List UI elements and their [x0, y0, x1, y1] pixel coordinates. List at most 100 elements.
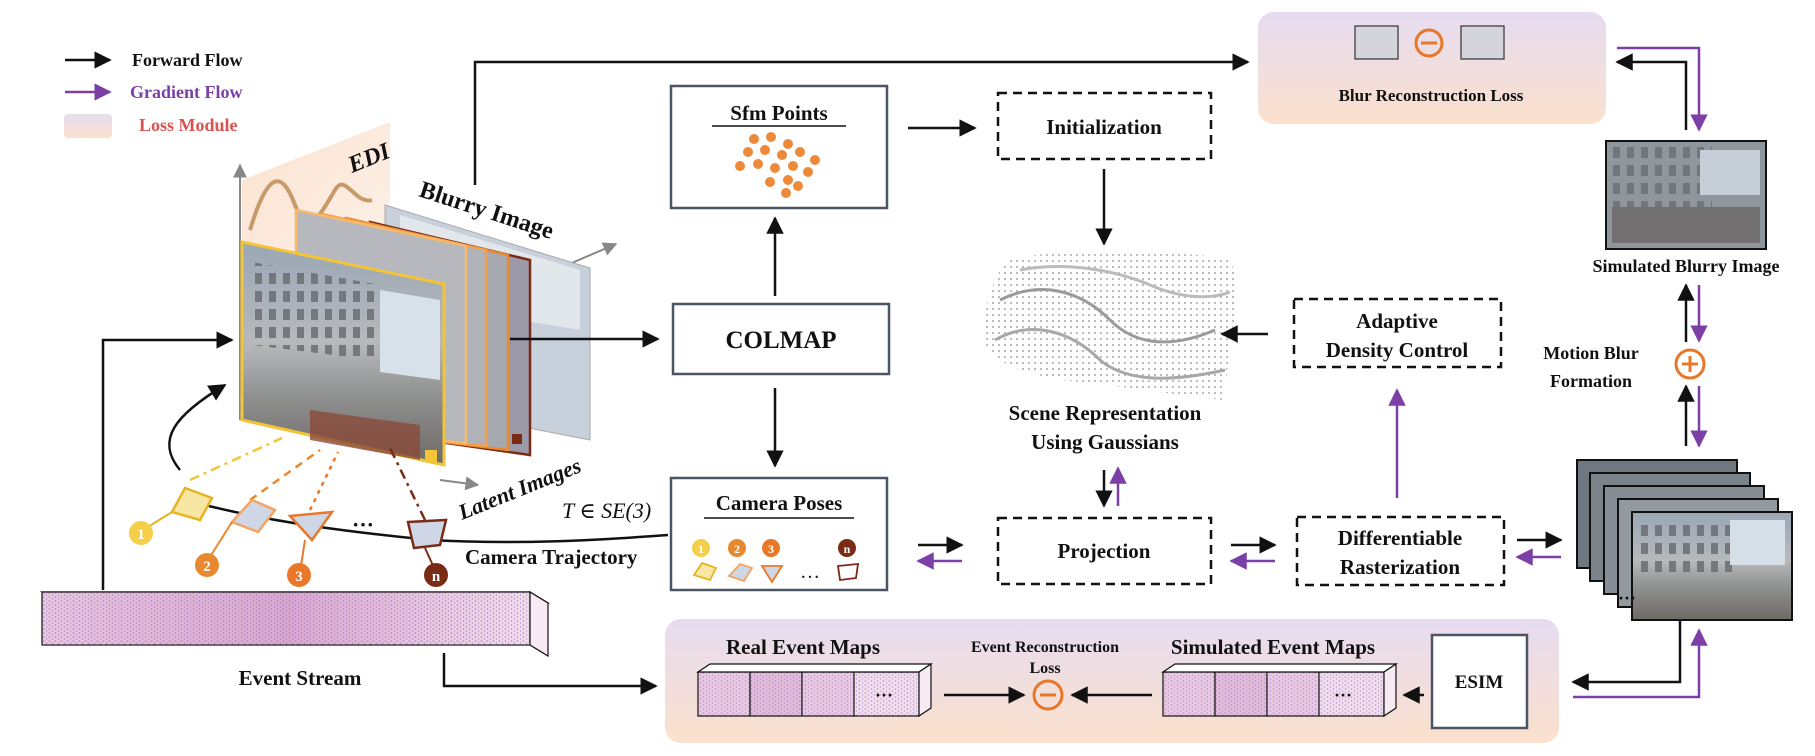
ray-3: [308, 451, 340, 511]
latent-frame-1-wall: [310, 410, 420, 460]
camera-3-icon: [287, 510, 335, 542]
pose-marker-3-label: 3: [295, 569, 303, 585]
legend-loss-swatch: [64, 114, 112, 138]
latent-frame-n-tag: [512, 434, 522, 444]
camera-poses-label: Camera Poses: [716, 491, 843, 515]
poses-marker-1-label: 1: [698, 542, 704, 556]
rendered-latent-stack: ···: [1576, 459, 1793, 621]
camera-1-icon: [170, 486, 214, 522]
event-stream-side: [529, 590, 549, 658]
camera-2-icon: [229, 498, 277, 534]
pose-marker-1: [129, 521, 153, 545]
scene-label-line2: Using Gaussians: [1031, 430, 1179, 454]
latent-frame-1-tag: [425, 450, 437, 462]
adc-label-line2: Density Control: [1326, 338, 1469, 362]
latent-frame-1-sky: [380, 290, 440, 380]
scene-label-line1: Scene Representation: [1009, 401, 1202, 425]
camera-trajectory-label: Camera Trajectory: [465, 545, 638, 569]
blur-loss-image-a: [1354, 25, 1399, 60]
real-event-maps: ···: [696, 662, 933, 718]
esim-box: [1430, 633, 1529, 730]
initialization-label: Initialization: [1046, 115, 1162, 139]
sim-blurry-label: Simulated Blurry Image: [1593, 256, 1780, 276]
latent-frame-1-windows: [252, 262, 375, 360]
colmap-box: COLMAP: [671, 302, 891, 376]
arrow-simblur-to-blurloss: [1615, 53, 1688, 130]
blur-loss-minus-icon: [1414, 28, 1444, 58]
grad-blurloss-to-simblur: [1617, 46, 1708, 132]
event-loss-label-line1: Event Reconstruction: [971, 639, 1119, 656]
poses-marker-3: [762, 539, 780, 557]
poses-marker-2: [728, 539, 746, 557]
forward-arrows: [101, 53, 1695, 704]
grad-eventloss-to-stack: [1573, 628, 1708, 699]
camera-trajectory: T ∈ SE(3) Camera Trajectory ··· 1 2 3 n: [129, 383, 669, 587]
arrow-events-to-stack: [101, 331, 234, 590]
sim-event-maps-label: Simulated Event Maps: [1171, 635, 1375, 659]
motion-blur-formation: Motion Blur Formation: [1543, 343, 1706, 391]
ray-n: [388, 447, 427, 521]
poses-camera-1: [692, 561, 718, 582]
diffrast-label-line1: Differentiable: [1338, 526, 1462, 550]
motion-blur-label-line1: Motion Blur: [1543, 343, 1639, 363]
motion-blur-plus-icon: [1674, 348, 1706, 380]
camera-poses-box: Camera Poses 1 2 3 n …: [669, 476, 889, 592]
poses-camera-n: [836, 562, 860, 582]
arrow-stack-to-esim: [1571, 620, 1682, 691]
diffrast-label-line2: Rasterization: [1340, 555, 1460, 579]
blur-loss-image-b: [1460, 25, 1505, 60]
gaussian-scene: Scene Representation Using Gaussians: [983, 251, 1237, 454]
adc-label-line1: Adaptive: [1356, 309, 1438, 333]
legend: Forward Flow Gradient Flow Loss Module: [64, 50, 243, 138]
stack-depth-axis: [439, 476, 480, 491]
projection-label: Projection: [1058, 539, 1151, 563]
pose-marker-n-label: n: [432, 569, 441, 585]
event-stream-dots: [42, 592, 530, 645]
motion-blur-label-line2: Formation: [1550, 371, 1632, 391]
legend-gradient-label: Gradient Flow: [130, 82, 243, 102]
ray-1: [189, 436, 283, 482]
poses-marker-n-label: n: [844, 542, 851, 556]
poses-marker-1: [692, 539, 710, 557]
sim-event-ellipsis: ···: [1334, 685, 1352, 705]
poses-camera-3: [760, 565, 784, 584]
pose-marker-n: [424, 563, 448, 587]
poses-marker-n: [838, 539, 856, 557]
event-stream: Event Stream: [39, 590, 551, 690]
real-event-maps-label: Real Event Maps: [726, 635, 880, 659]
simulated-blurry-image: Simulated Blurry Image: [1593, 140, 1780, 276]
poses-ellipsis: …: [800, 561, 820, 583]
poses-camera-2: [727, 562, 754, 583]
real-event-ellipsis: ···: [875, 685, 893, 705]
projection-box: Projection: [996, 516, 1213, 586]
pose-marker-2-label: 2: [203, 559, 211, 575]
gaussian-contour-1: [999, 288, 1216, 344]
camera-n-icon: [406, 518, 448, 550]
camera-ellipsis: ···: [352, 512, 374, 537]
event-stream-label: Event Stream: [239, 666, 362, 690]
sfm-points-box: Sfm Points: [669, 84, 889, 210]
poses-marker-2-label: 2: [734, 542, 740, 556]
legend-loss-label: Loss Module: [139, 115, 238, 135]
image-stack: EDI Blurry Image Latent Images: [233, 122, 618, 525]
pose-marker-3: [287, 563, 311, 587]
sfm-points-label: Sfm Points: [730, 101, 827, 125]
camera-2-stem: [207, 521, 233, 561]
event-loss-minus-icon: [1032, 679, 1064, 711]
colmap-label: COLMAP: [725, 327, 836, 354]
event-loss-module: Real Event Maps ··· Event Reconstruction…: [665, 619, 1559, 743]
legend-forward-label: Forward Flow: [132, 50, 242, 70]
blur-loss-label: Blur Reconstruction Loss: [1339, 86, 1524, 105]
gradient-arrows: [916, 46, 1708, 699]
initialization-box: Initialization: [996, 91, 1213, 161]
rendered-stack-ellipsis: ···: [1618, 588, 1636, 608]
adaptive-density-box: Adaptive Density Control: [1292, 297, 1503, 369]
gaussian-contour-2: [994, 328, 1226, 380]
simulated-event-maps: ···: [1161, 662, 1398, 718]
trajectory-up-arrow: [168, 383, 227, 471]
gaussian-contour-3: [1019, 265, 1231, 299]
trajectory-formula: T ∈ SE(3): [562, 498, 651, 523]
event-loss-label-line2: Loss: [1029, 660, 1060, 677]
blur-loss-module: Blur Reconstruction Loss: [1258, 12, 1606, 124]
